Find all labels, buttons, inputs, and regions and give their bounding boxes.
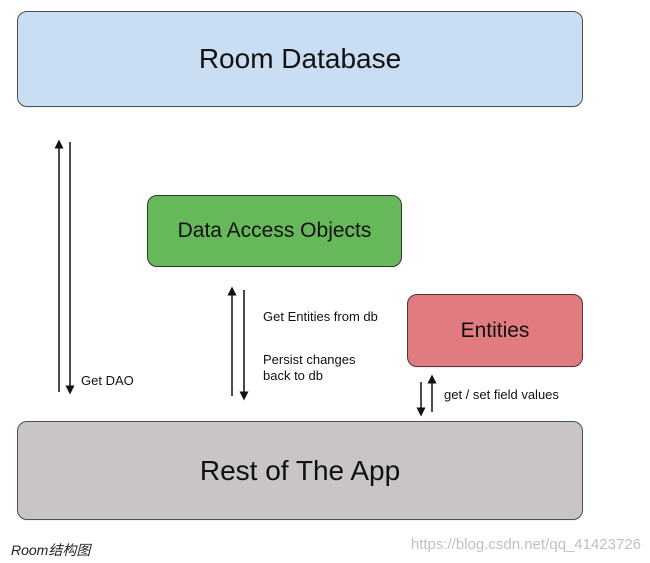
get-dao-label: Get DAO [81,373,134,388]
persist-changes-label-line1: Persist changes [263,352,356,367]
entities-label: Entities [460,318,530,342]
entities-box: Entities [407,294,583,367]
room-database-label: Room Database [198,43,402,74]
data-access-objects-label: Data Access Objects [177,219,372,242]
data-access-objects-box: Data Access Objects [147,195,402,267]
room-database-box: Room Database [17,11,583,107]
persist-changes-label-line2: back to db [263,368,323,383]
get-set-field-values-label: get / set field values [444,387,559,402]
get-entities-label: Get Entities from db [263,309,378,324]
diagram-caption: Room结构图 [11,542,91,558]
rest-of-app-label: Rest of The App [199,454,401,486]
rest-of-app-box: Rest of The App [17,421,583,520]
watermark: https://blog.csdn.net/qq_41423726 [410,536,641,553]
